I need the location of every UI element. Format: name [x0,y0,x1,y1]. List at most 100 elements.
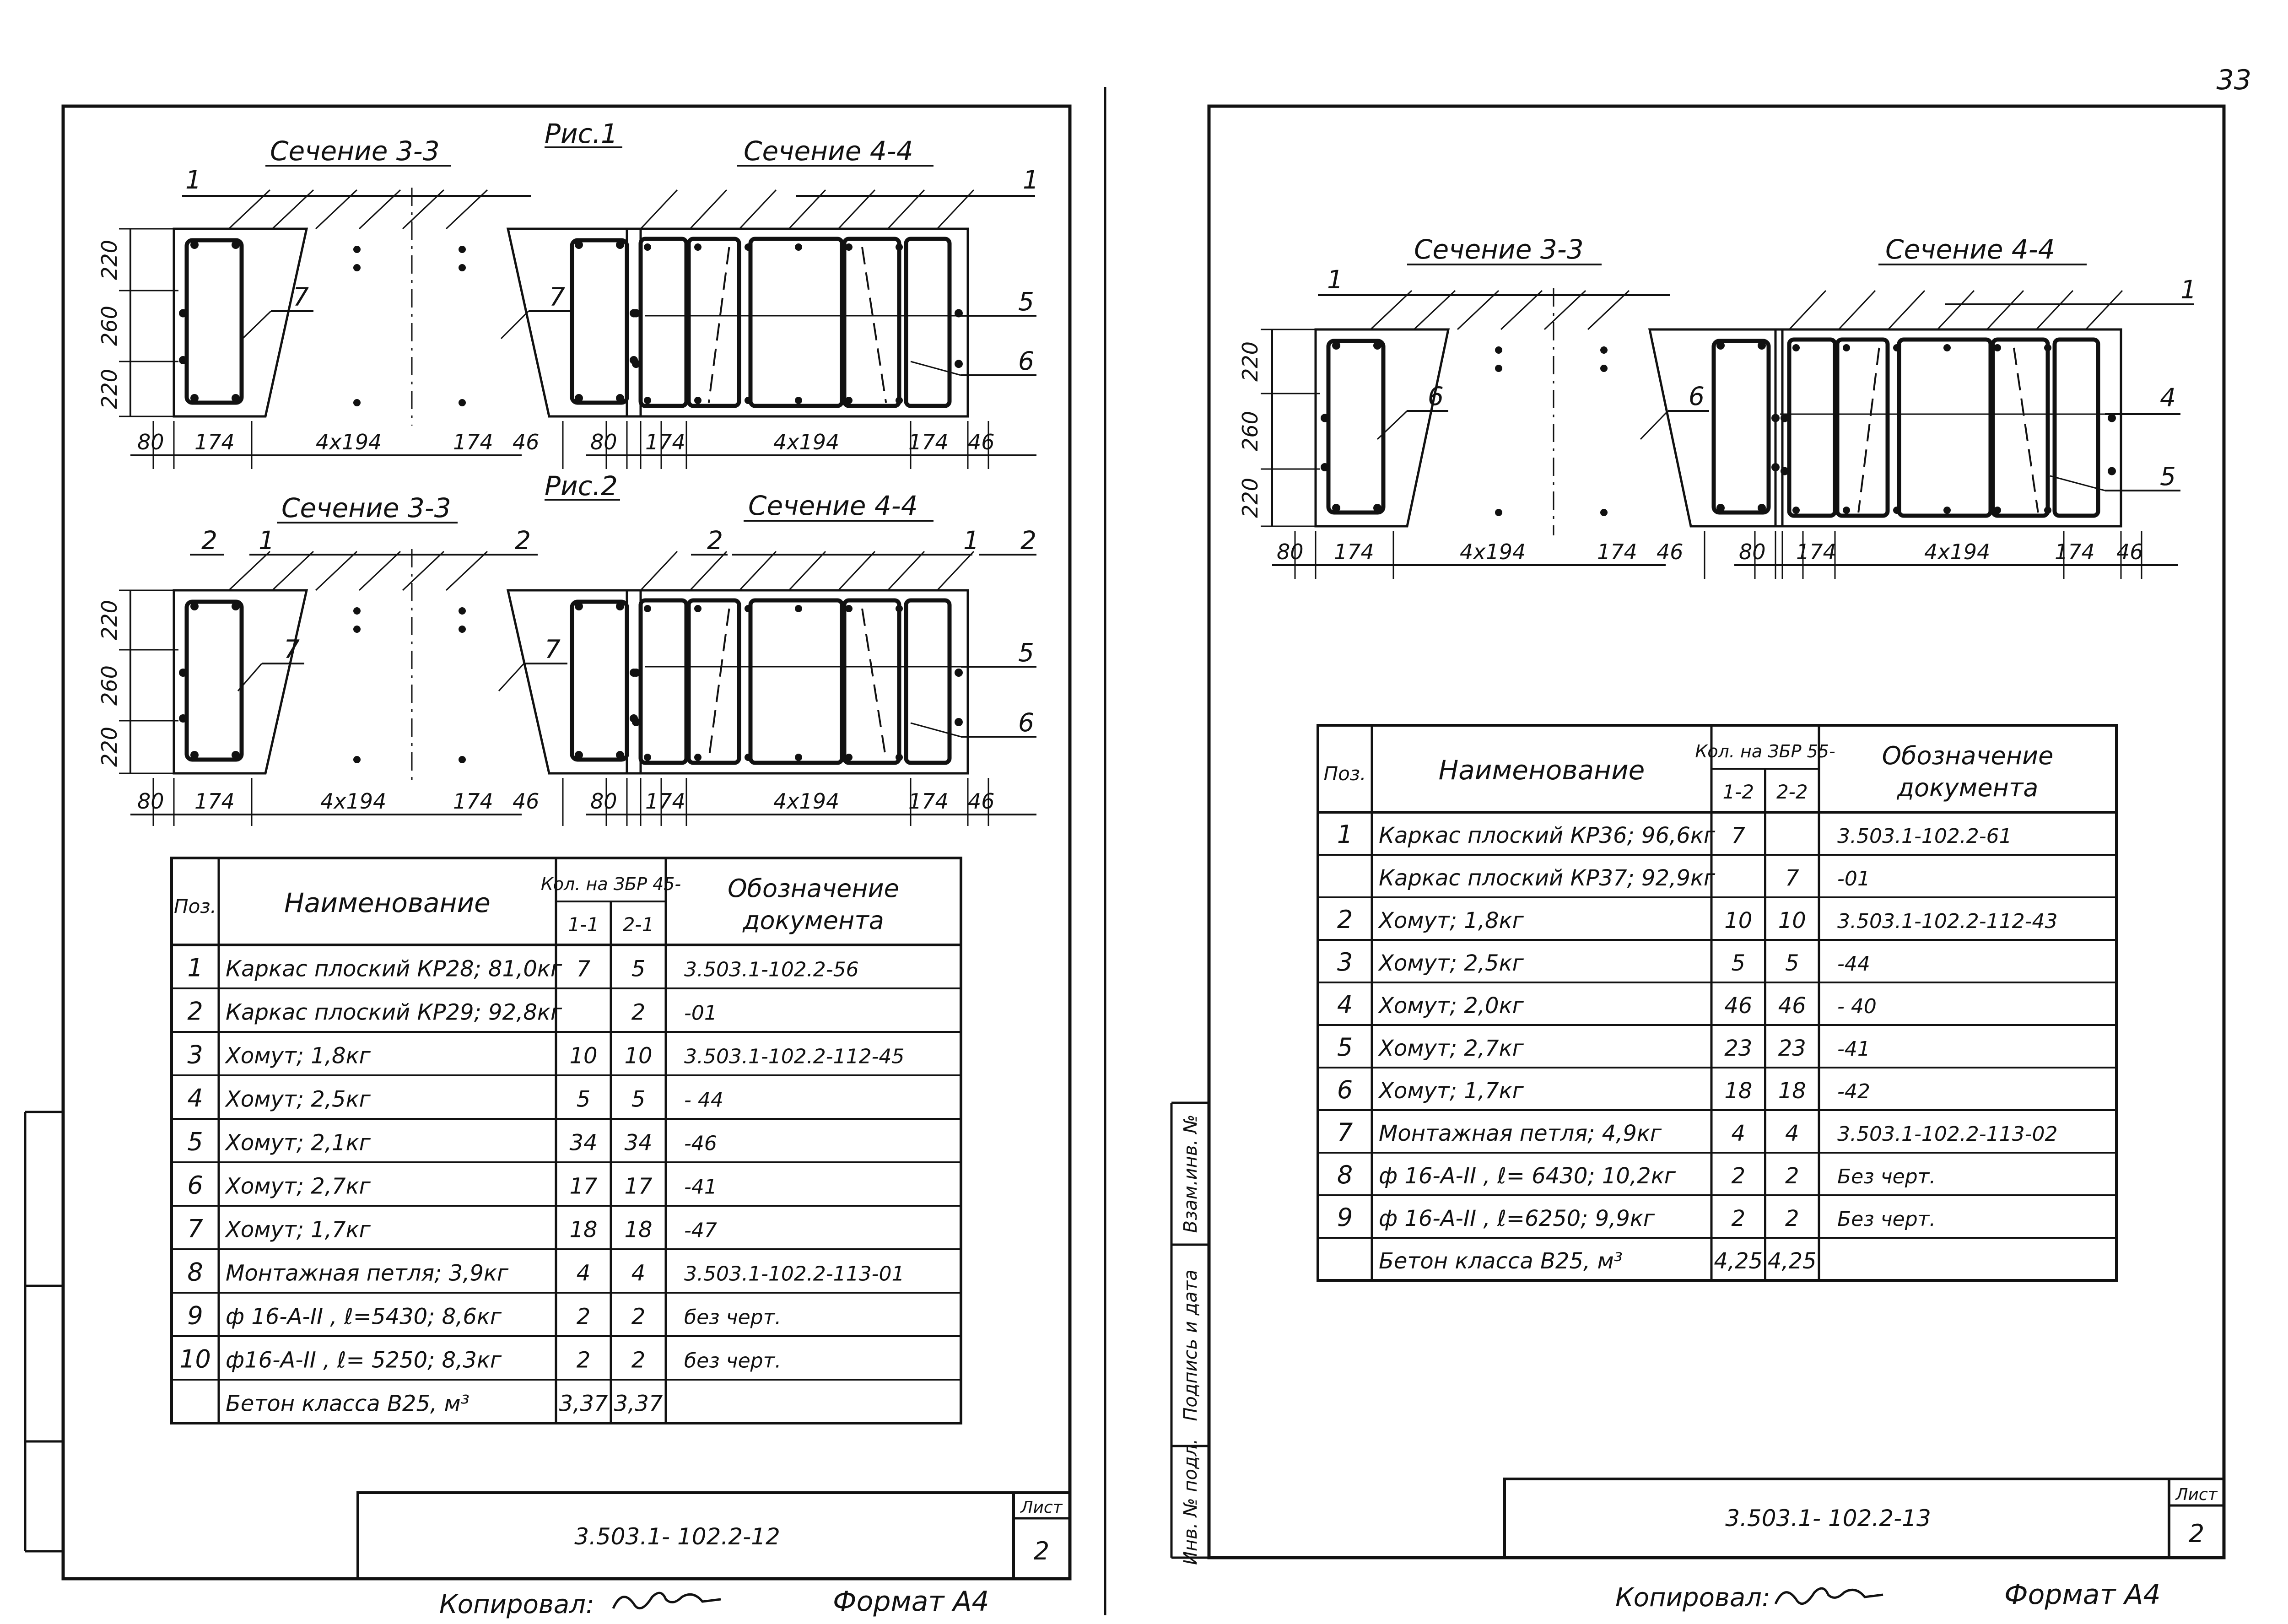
callout-6: 6 [1689,382,1705,411]
strip-signature-date: Подпись и дата [1180,1269,1201,1421]
rebar-dot [2108,414,2116,422]
header-qty: Кол. на ЗБР 45- [541,874,681,894]
dim-46: 46 [1657,540,1684,564]
fig2-section-4-4-drawing [605,550,989,826]
rebar-dot [1994,507,2001,514]
callout-1: 1 [1023,165,1039,194]
rebar-dot [745,754,752,761]
rebar-dot [1373,504,1381,512]
dim-174: 174 [194,430,235,454]
dim-4x194: 4x194 [316,430,382,454]
cell-pos: 3 [187,1040,203,1069]
leader-line [1457,290,1500,330]
callout-7: 7 [293,282,309,312]
stirrup-cage [570,238,629,405]
dim-4x194: 4x194 [773,430,839,454]
stirrup-frame [686,598,741,765]
stirrup-cage [184,599,244,762]
cell-qty2: 2 [1785,1163,1799,1189]
rebar-dot [616,602,624,610]
footer-copied-label: Копировал: [439,1590,594,1619]
rebar-dot [632,309,640,318]
fig2-vertical-dimensions: 220 260 220 [97,589,178,774]
cell-name: Хомут; 1,8кг [1377,908,1524,933]
leader-line [1887,290,1926,330]
callout-2: 2 [201,526,217,555]
cell-qty1: 7 [1731,823,1745,848]
sheet-label: Лист [2175,1485,2218,1504]
cell-qty1: 18 [569,1217,597,1242]
rebar-dot [745,243,752,251]
cell-qty1: 10 [569,1043,597,1068]
bottom-dimensions: 80 174 4x194 174 46 80 174 4x194 174 46 [1272,540,2178,566]
cell-qty2: 34 [624,1130,652,1155]
leader-line [1986,290,2024,330]
right-sheet: Инв. № подл. Подпись и дата Взам.инв. № … [1170,104,2226,1613]
rebar-dot [190,602,199,610]
rebar-dot [190,751,199,759]
cell-pos: 4 [187,1084,203,1112]
cell-pos: 8 [187,1257,203,1286]
rebar-dot [575,602,583,610]
rebar-dot [694,397,702,404]
dim-80: 80 [137,789,164,814]
cell-qty2: 17 [624,1173,653,1199]
header-pos: Поз. [174,895,216,917]
fig1-section-b-title: Сечение 4-4 [744,135,913,167]
callout-4: 4 [2160,383,2176,412]
callout-1: 1 [1327,265,1343,294]
rebar-dot [1758,504,1766,512]
rebar-dot [232,394,240,402]
cell-doc: -44 [1837,952,1870,976]
cell-doc: - 40 [1837,995,1877,1018]
rebar-dot [955,718,963,726]
cell-name: Хомут; 2,5кг [1377,950,1524,976]
rebar-dot [353,607,361,615]
rebar-dot [1781,467,1789,475]
rebar-dot [1495,346,1502,354]
cell-doc: -42 [1837,1080,1870,1103]
rebar-dot [575,241,583,249]
rebar-dot [353,399,361,406]
rebar-dot [644,243,651,251]
dim-220: 220 [97,240,122,280]
callout-6: 6 [1018,346,1034,376]
rebar-dot [1321,463,1329,471]
cell-name: Каркас плоский КР28; 81,0кг [226,956,562,982]
cell-doc: Без черт. [1837,1165,1936,1188]
rebar-dot [459,264,466,271]
cell-qty2: 5 [631,956,646,982]
stirrup-frame [748,237,844,408]
rebar-dot [795,397,802,404]
header-doc: документа [742,906,884,935]
left-sheet-frame [61,104,1072,1581]
callout-7: 7 [545,635,561,664]
cell-qty1: 4,25 [1714,1248,1763,1274]
beam-outline [173,589,308,775]
stirrup-frame [686,237,741,408]
rebar-dot [179,356,187,364]
dim-260: 260 [97,665,122,706]
dim-46: 46 [968,789,995,814]
cell-qty1: 5 [577,1086,591,1112]
rebar-dot [1495,365,1502,372]
cell-name: ф 16-А-II , ℓ=6250; 9,9кг [1379,1206,1655,1231]
hidden-line [861,608,887,760]
header-qty-sub: 1-2 [1722,781,1754,803]
cell-doc: - 44 [684,1088,723,1111]
section-4-4-drawing [1754,290,2142,579]
cell-pos: 5 [187,1127,203,1156]
rebar-dot [694,754,702,761]
dim-46: 46 [513,789,540,814]
rebar-dot [694,243,702,251]
dim-174: 174 [908,430,949,454]
cell-pos: 3 [1337,948,1353,977]
sheet-label: Лист [1020,1498,1063,1517]
callout-7: 7 [549,282,565,312]
leader-line [2035,290,2074,330]
section-3-3-drawing [1294,288,1804,579]
copyist-signature [1774,1587,1883,1605]
copyist-signature [612,1592,721,1609]
cell-pos: 9 [1337,1203,1353,1232]
fig2-label: Рис.2 [545,470,618,502]
